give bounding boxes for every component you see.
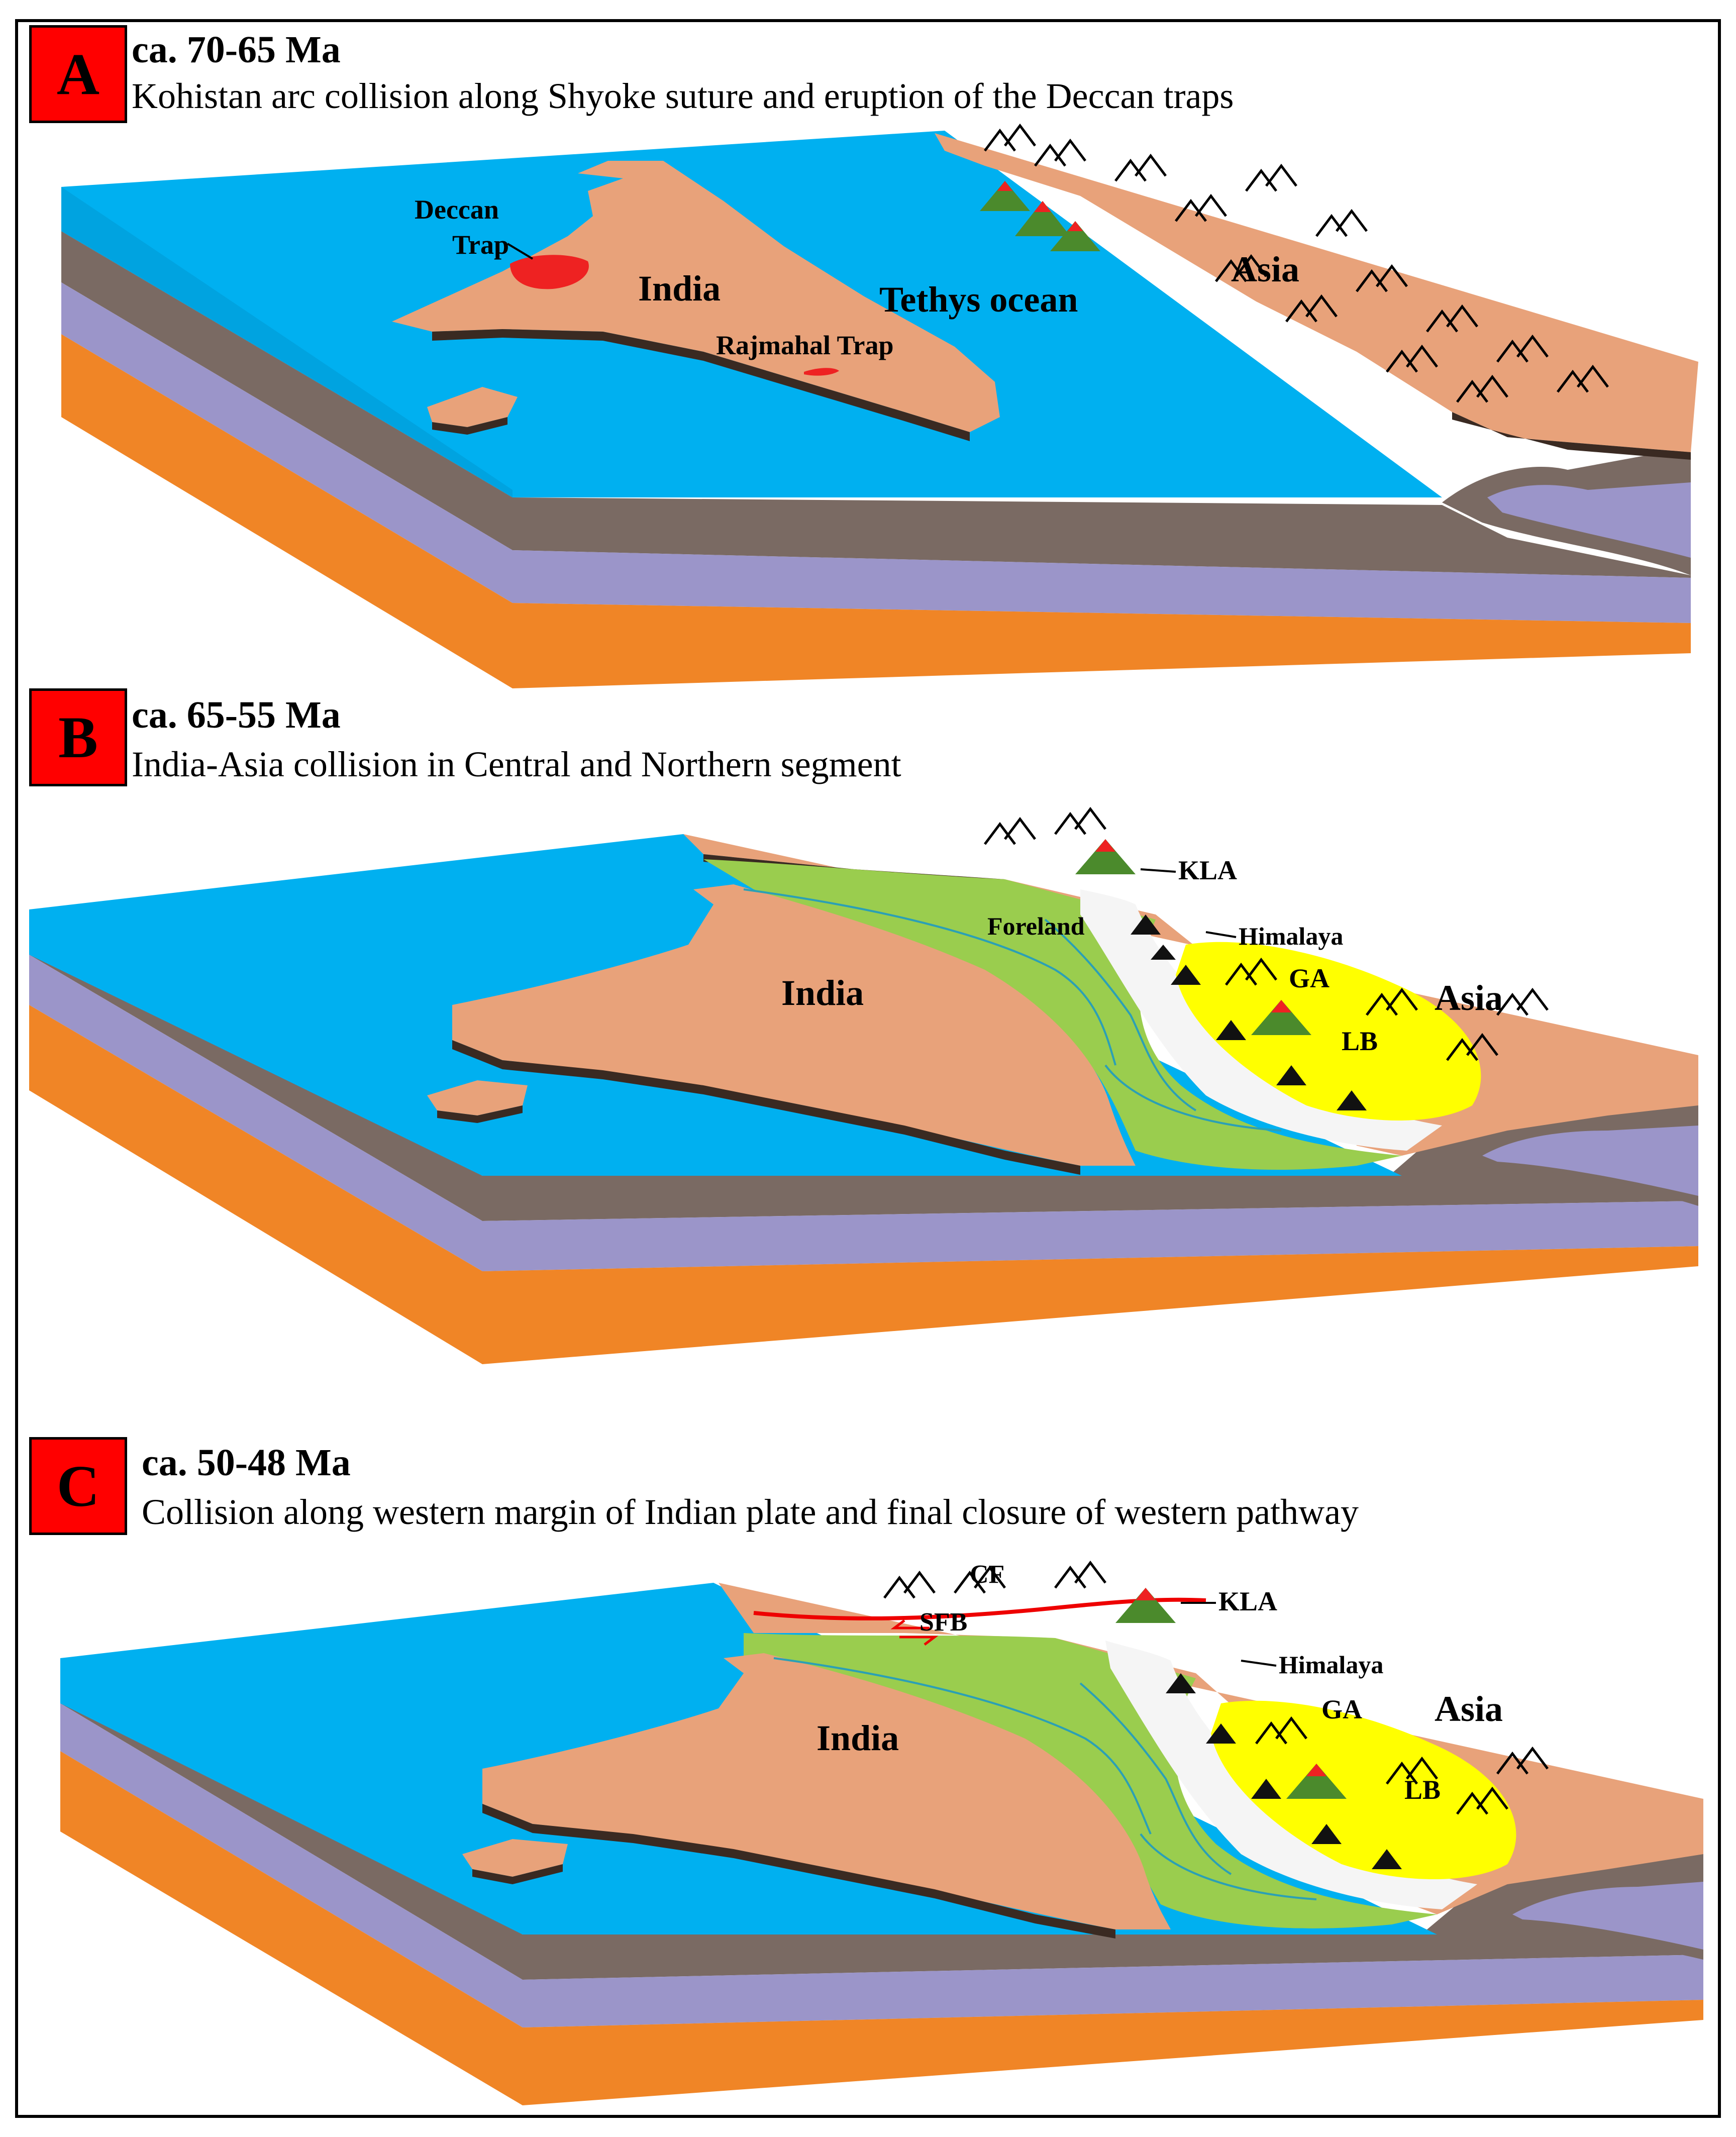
foreland-basin [703, 859, 1402, 1170]
panel-c-block-diagram: CF SFB KLA Himalaya GA Asia India LB [60, 1560, 1703, 2105]
right-mantle-side [513, 603, 1691, 688]
slab-lavender [1487, 482, 1691, 558]
india-landmass-b [452, 884, 1136, 1166]
lb-basin-c [1211, 1700, 1516, 1879]
label-lb-b: LB [1342, 1026, 1378, 1056]
label-ga-c: GA [1321, 1694, 1362, 1724]
kla-pointer-b [1140, 868, 1176, 873]
volcanoes-c [1115, 1588, 1347, 1799]
label-himalaya-c: Himalaya [1279, 1651, 1383, 1679]
right-lavender-side [513, 550, 1691, 623]
label-kla-b: KLA [1178, 855, 1237, 885]
panel-a-badge: A [29, 25, 127, 123]
sri-lanka-c [462, 1839, 568, 1877]
label-cf-c: CF [970, 1560, 1004, 1589]
asia-edge-shadow [1452, 412, 1691, 460]
label-kla-c: KLA [1218, 1586, 1277, 1616]
fault-arrows [890, 1619, 939, 1646]
rajmahal-trap [804, 368, 839, 376]
volcanoes-b [1075, 839, 1311, 1035]
panel-c-letter: C [56, 1453, 100, 1519]
label-india-b: India [781, 973, 864, 1013]
panel-b-letter: B [58, 704, 98, 770]
label-india-c: India [816, 1718, 899, 1758]
asia-landmass [935, 133, 1698, 452]
india-landmass [392, 161, 1000, 432]
label-asia-c: Asia [1435, 1689, 1503, 1729]
himalaya-belt-c [1105, 1641, 1477, 1909]
ocean-top-edge [61, 187, 513, 497]
label-sfb-c: SFB [920, 1608, 967, 1637]
himalaya-pointer-c [1241, 1660, 1277, 1667]
label-deccan-1: Deccan [415, 194, 499, 225]
himalaya-peaks-b [1131, 914, 1367, 1110]
right-crust-side [513, 497, 1691, 578]
panel-b-age: ca. 65-55 Ma [132, 694, 341, 736]
lavender-front [61, 282, 513, 603]
rivers-c [773, 1657, 1317, 1900]
deccan-pointer [506, 243, 534, 260]
rivers-b [743, 888, 1282, 1132]
mantle-front [61, 334, 513, 688]
label-deccan-2: Trap [452, 230, 509, 260]
lb-basin [1176, 942, 1481, 1121]
india-landmass-c [482, 1653, 1171, 1929]
label-rajmahal: Rajmahal Trap [716, 330, 894, 360]
panel-c-description: Collision along western margin of Indian… [142, 1492, 1359, 1532]
label-tethys: Tethys ocean [879, 279, 1078, 320]
himalaya-belt [1080, 889, 1442, 1151]
himalaya-peaks-c [1166, 1673, 1402, 1869]
panel-a-block-diagram: Deccan Trap India Tethys ocean Rajmahal … [61, 123, 1698, 688]
sri-lanka-b [427, 1080, 528, 1115]
panel-b-description: India-Asia collision in Central and Nort… [132, 744, 901, 784]
label-asia-b: Asia [1435, 978, 1503, 1018]
sri-lanka [427, 387, 518, 427]
panel-b-badge: B [29, 688, 127, 786]
label-foreland-b: Foreland [987, 912, 1085, 940]
india-edge-shadow [432, 329, 970, 441]
panel-a-letter: A [56, 41, 100, 107]
label-india: India [638, 268, 721, 309]
figure-frame [15, 19, 1721, 2118]
crust-front [61, 231, 513, 550]
label-asia: Asia [1231, 249, 1299, 289]
asia-mountain-symbols-b [984, 806, 1549, 1061]
panel-a-age: ca. 70-65 Ma [132, 29, 341, 71]
panel-b-block-diagram: KLA Foreland Himalaya GA Asia India LB [29, 806, 1698, 1364]
sri-lanka-shadow [432, 417, 507, 435]
asia-mountain-symbols [984, 123, 1609, 403]
panel-c-badge: C [29, 1437, 127, 1535]
himalaya-pointer-b [1205, 931, 1237, 938]
label-ga-b: GA [1289, 963, 1330, 993]
label-himalaya-b: Himalaya [1239, 922, 1343, 950]
kohistan-arc-volcanoes [980, 181, 1100, 251]
label-lb-c: LB [1404, 1775, 1441, 1805]
deccan-trap [510, 255, 589, 289]
panel-c-age: ca. 50-48 Ma [142, 1442, 351, 1484]
panel-a-description: Kohistan arc collision along Shyoke sutu… [132, 76, 1234, 116]
asia-mountain-symbols-c [883, 1560, 1549, 1815]
